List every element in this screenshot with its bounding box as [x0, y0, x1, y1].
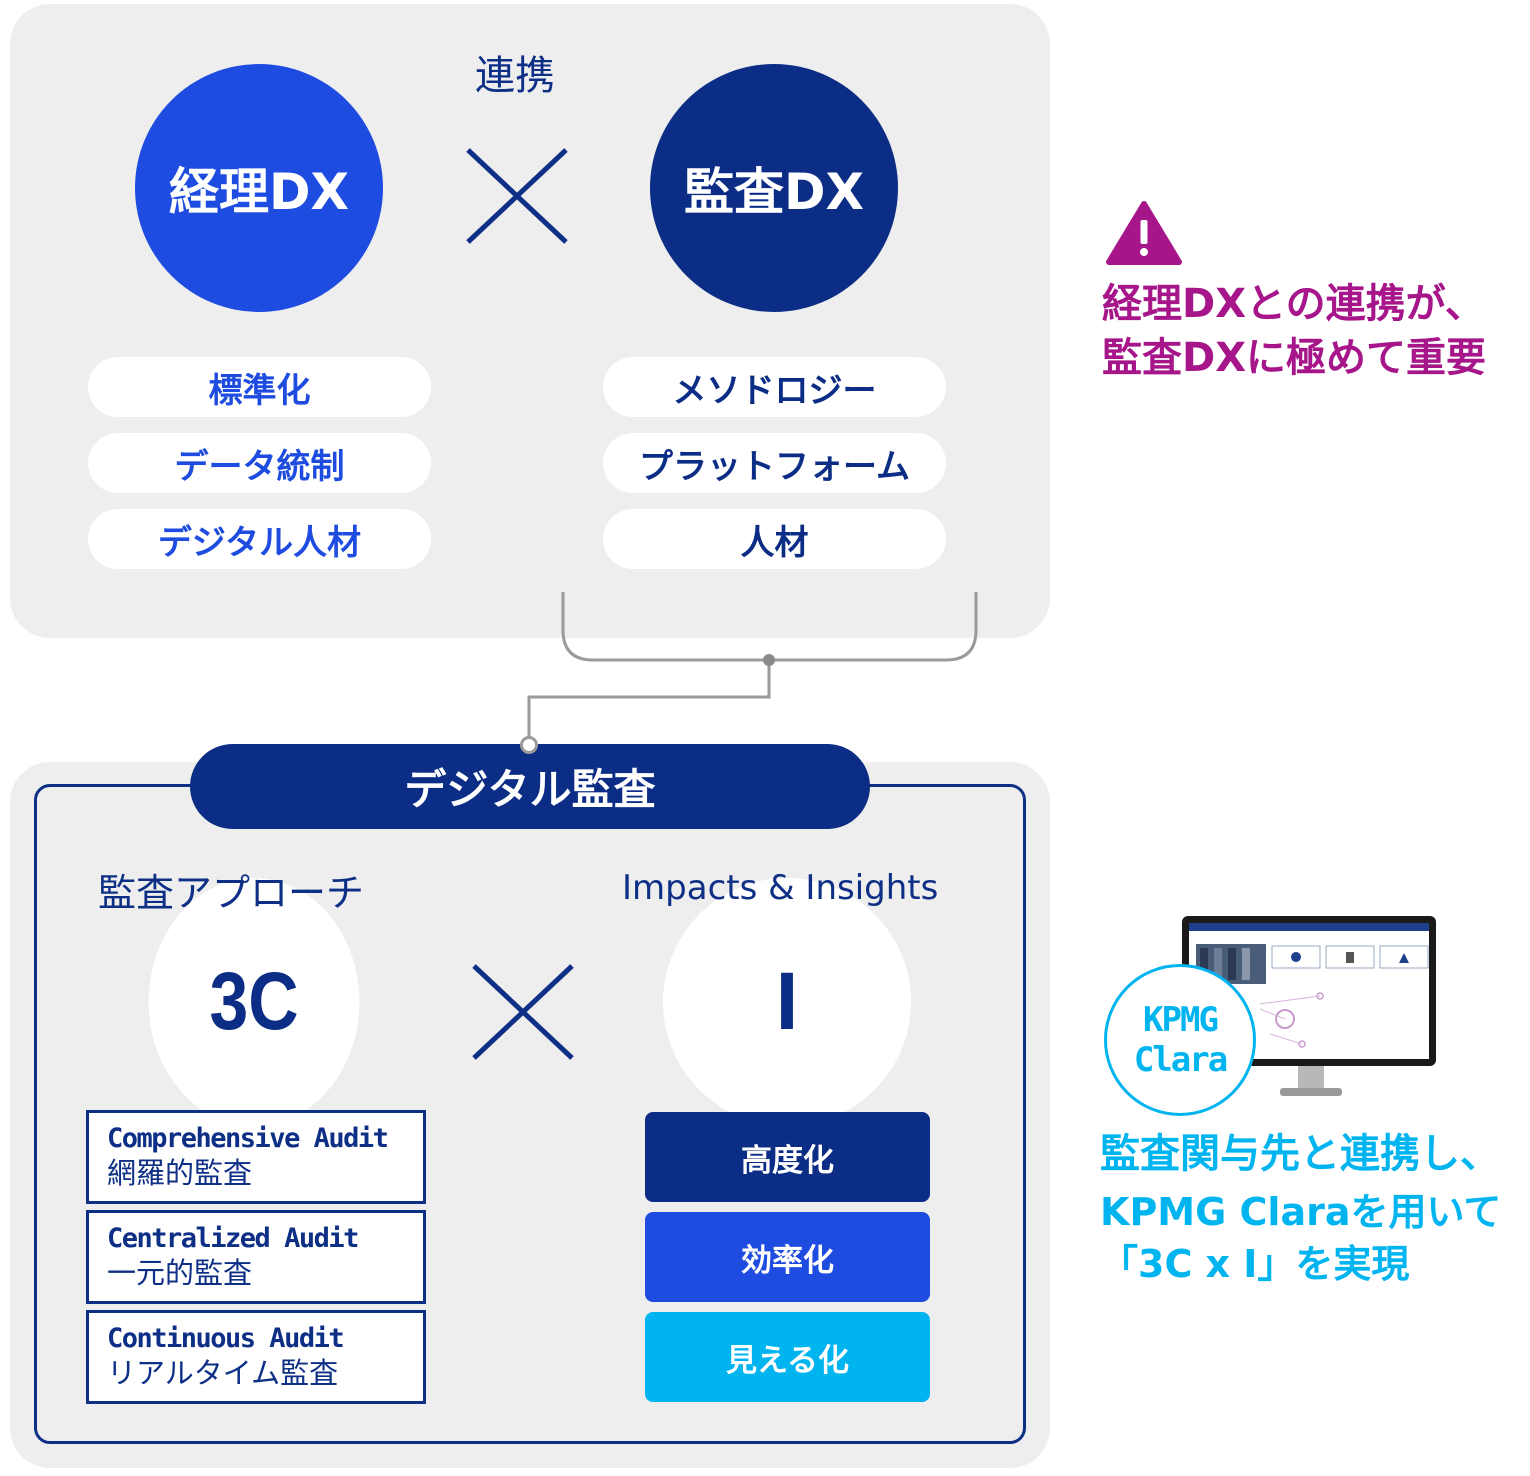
i-label: I [775, 956, 799, 1047]
audit-box-en: Centralized Audit [107, 1223, 359, 1254]
audit-approach-label: 監査アプローチ [98, 871, 365, 915]
left-item-standardization: 標準化 [88, 357, 431, 417]
bracket-connector [527, 592, 978, 742]
right-item-methodology: メソドロジー [603, 357, 946, 417]
audit-box-comprehensive: Comprehensive Audit 網羅的監査 [86, 1110, 426, 1204]
cross-icon-bottom [472, 964, 574, 1060]
3c-label: 3C [209, 956, 299, 1047]
digital-audit-title: デジタル監査 [404, 765, 656, 814]
audit-box-en: Comprehensive Audit [107, 1123, 389, 1154]
clara-caption-line2: KPMG Claraを用いて [1100, 1190, 1502, 1234]
audit-box-continuous: Continuous Audit リアルタイム監査 [86, 1310, 426, 1404]
left-item-digital-talent: デジタル人材 [88, 509, 431, 569]
kpmg-clara-badge-line1: KPMG [1143, 1000, 1219, 1040]
kpmg-clara-badge: KPMG Clara [1104, 964, 1256, 1116]
digital-audit-banner [190, 744, 870, 829]
audit-dx-label: 監査DX [683, 163, 865, 221]
audit-dx-circle: 監査DX [650, 64, 898, 312]
clara-caption-line3: 「3C x I」を実現 [1100, 1242, 1410, 1286]
audit-box-en: Continuous Audit [107, 1323, 345, 1354]
side-note-line2: 監査DXに極めて重要 [1102, 335, 1487, 381]
side-note-line1: 経理DXとの連携が、 [1102, 281, 1485, 327]
impact-box-sophistication: 高度化 [645, 1112, 930, 1202]
impact-box-visualization: 見える化 [645, 1312, 930, 1402]
impact-box-efficiency: 効率化 [645, 1212, 930, 1302]
left-item-data-governance: データ統制 [88, 433, 431, 493]
3c-circle: 3C [148, 878, 360, 1126]
warning-icon [1106, 201, 1182, 265]
audit-box-ja: リアルタイム監査 [107, 1356, 339, 1390]
accounting-dx-label: 経理DX [168, 163, 350, 221]
i-circle: I [663, 878, 911, 1126]
right-item-platform: プラットフォーム [603, 433, 946, 493]
impacts-insights-label: Impacts & Insights [622, 868, 939, 908]
kpmg-clara-badge-line2: Clara [1133, 1040, 1228, 1080]
clara-caption-line1: 監査関与先と連携し、 [1100, 1131, 1500, 1177]
accounting-dx-circle: 経理DX [135, 64, 383, 312]
audit-box-ja: 網羅的監査 [107, 1156, 253, 1190]
link-label: 連携 [475, 53, 555, 99]
right-item-talent: 人材 [603, 509, 946, 569]
audit-box-ja: 一元的監査 [107, 1256, 253, 1290]
cross-icon-top [466, 148, 568, 244]
banner-connector-dot [520, 736, 538, 754]
audit-box-centralized: Centralized Audit 一元的監査 [86, 1210, 426, 1304]
